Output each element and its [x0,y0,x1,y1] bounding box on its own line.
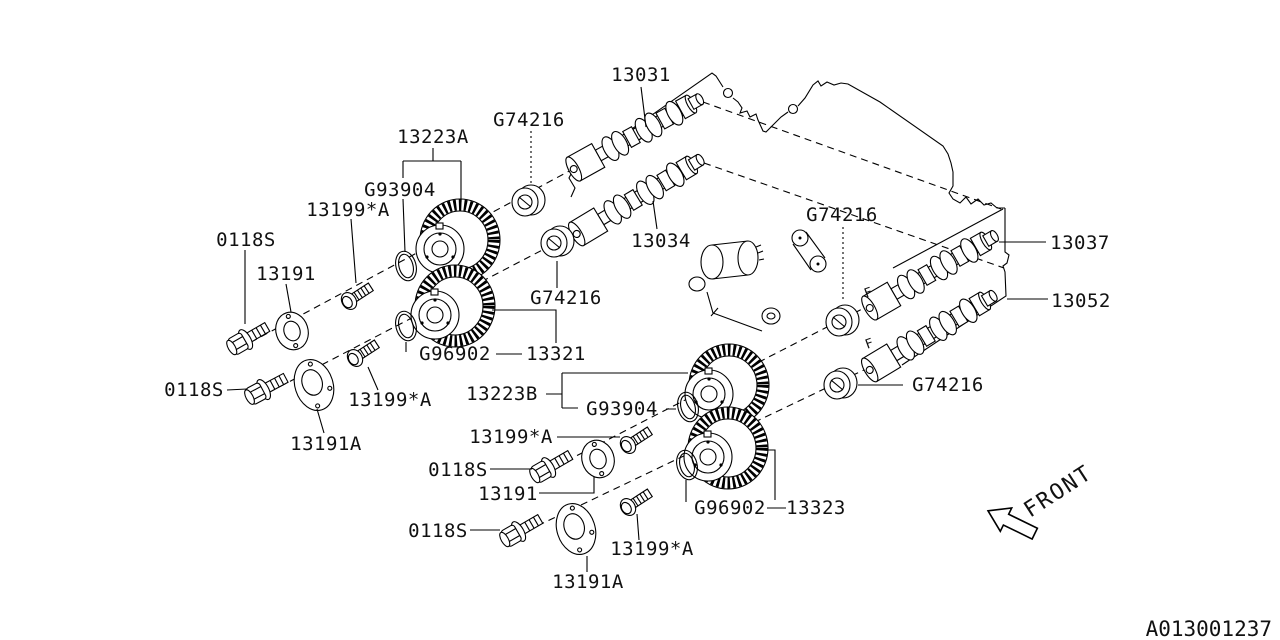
part-label-0118s-3: 0118S [428,459,488,481]
oil-seal-4 [823,367,858,400]
part-label-13034: 13034 [631,230,691,252]
front-direction-indicator: FRONT [986,461,1098,541]
front-label: FRONT [1020,461,1098,523]
part-label-13031: 13031 [611,64,671,86]
part-label-g74216-3: G74216 [912,374,984,396]
part-label-13191a-2: 13191A [552,571,624,593]
part-label-13199-3: 13199*A [469,426,553,448]
part-label-g74216-1: G74216 [493,109,565,131]
part-label-13191-1: 13191 [256,263,316,285]
oil-seal-2 [540,225,575,258]
front-arrow-icon [986,506,1039,541]
part-label-g74216-4: G74216 [530,287,602,309]
part-label-0118s-1: 0118S [216,229,276,251]
rocker-link-part [791,229,827,273]
part-label-13223a: 13223A [397,126,469,148]
part-label-13191a-1: 13191A [290,433,362,455]
part-label-13037: 13037 [1050,232,1110,254]
valve-lifter-parts [688,240,781,332]
plug-0118s-1 [222,316,274,360]
part-label-13321: 13321 [526,343,586,365]
outline-clip-hole [787,103,799,115]
part-label-13199-2: 13199*A [348,389,432,411]
plug-0118s-4 [495,508,547,552]
plate-13191-1 [270,307,314,355]
oil-seal-3 [825,304,860,337]
part-label-g96902-1: G96902 [419,343,491,365]
bolt-13199-4 [616,484,656,519]
part-label-0118s-2: 0118S [164,379,224,401]
cover-13191a-1 [287,353,341,417]
part-label-13052: 13052 [1051,290,1111,312]
plate-13191-2 [576,435,620,483]
cover-13191a-2 [549,497,603,561]
part-label-g74216-2: G74216 [806,204,878,226]
oil-seal-1 [511,184,546,217]
part-label-13223b: 13223B [466,383,538,405]
part-label-g96902-2: G96902 [694,497,766,519]
plug-0118s-2 [240,367,292,410]
part-label-0118s-4: 0118S [408,520,468,542]
part-label-13191-2: 13191 [478,483,538,505]
f-stamp-mark-2: F [863,336,876,353]
part-label-g93904-2: G93904 [586,398,658,420]
part-label-13199-4: 13199*A [610,538,694,560]
cylinder-head-outline [892,208,1010,366]
part-label-13199-1: 13199*A [306,199,390,221]
plug-0118s-3 [525,444,577,488]
part-label-13323: 13323 [786,497,846,519]
assembly-axis-lines [239,101,1005,537]
bolt-13199-1 [337,278,377,313]
document-number: A013001237 [1146,617,1272,640]
part-label-g93904-1: G93904 [364,179,436,201]
cam-sprocket-lower-center [684,407,768,489]
oring-1 [391,248,421,284]
outline-clip-hole [722,87,734,99]
bolt-13199-3 [616,422,656,457]
bolt-13199-2 [343,335,383,370]
cam-sprocket-lower-left [411,265,495,347]
leader-lines [226,86,1048,572]
